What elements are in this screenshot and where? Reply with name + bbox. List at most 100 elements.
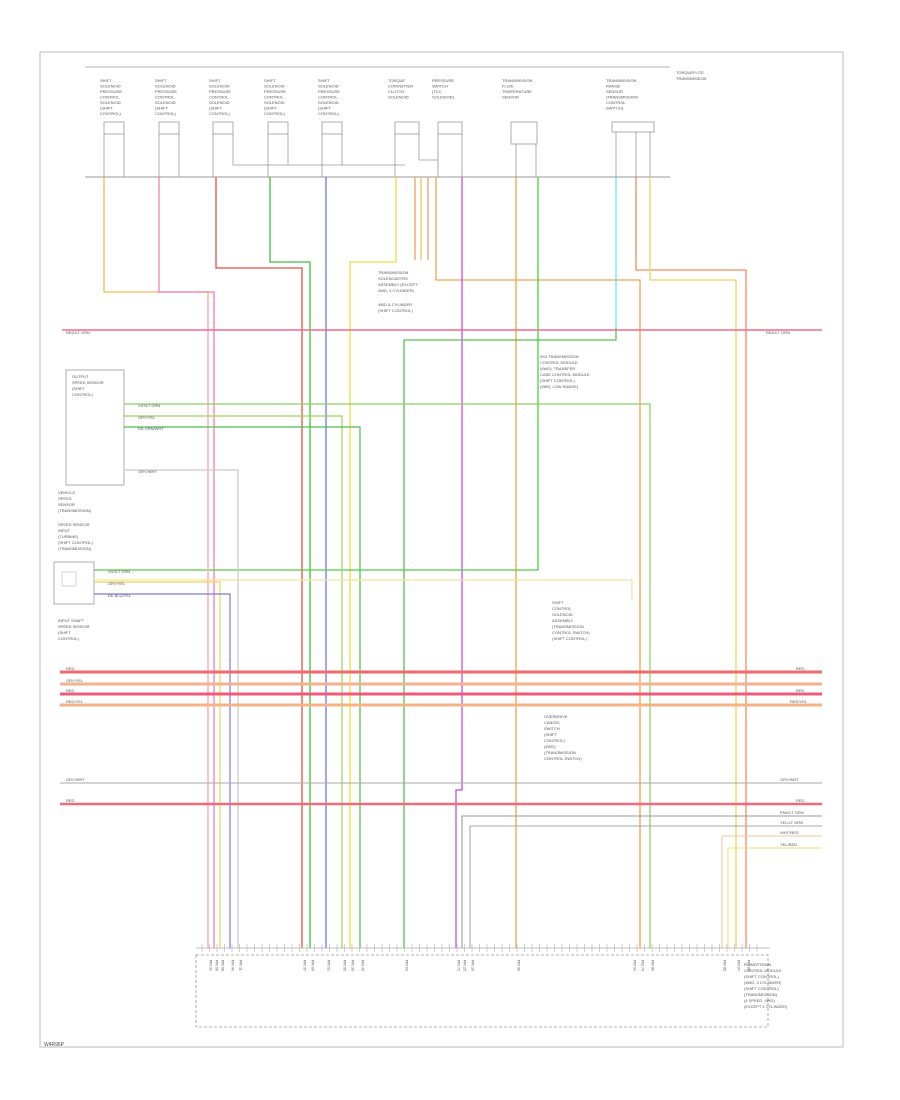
module-pin-label: PIN 16	[471, 960, 475, 971]
wire-pink-1	[158, 177, 215, 948]
svg-text:SPEED SENSOR: SPEED SENSOR	[58, 522, 90, 527]
top-component-5-line: SOLENOID	[318, 84, 339, 89]
top-component-9-line: CONTROL	[606, 100, 626, 105]
top-component-5-line: CONTROL)	[318, 111, 340, 116]
right-mid-callout: SHIFT CONTROL SOLENOID ASSEMBLY (TRANSMI…	[552, 600, 590, 641]
top-component-6-line: SOLENOID	[388, 95, 409, 100]
s1-wire-label-1: VIO/LT GRN	[138, 403, 160, 408]
svg-text:POWERTRAIN: POWERTRAIN	[744, 962, 771, 967]
speed-sensor-2: SPEED SENSOR INPUT (TURBINE) (SHIFT CONT…	[53, 522, 95, 641]
module-pin-label: PIN 94	[633, 960, 637, 971]
top-component-1-line: PRESSURE	[100, 89, 122, 94]
svg-text:SOLENOID: SOLENOID	[552, 612, 573, 617]
svg-text:(EXCEPT 4 CYLINDER): (EXCEPT 4 CYLINDER)	[744, 1004, 788, 1009]
svg-text:OUTPUT: OUTPUT	[72, 374, 89, 379]
svg-text:ASSEMBLY (EXCEPT: ASSEMBLY (EXCEPT	[378, 282, 418, 287]
svg-text:INPUT: INPUT	[58, 528, 71, 533]
top-component-4-line: CONTROL	[264, 95, 284, 100]
module-pin-label: PIN 52	[327, 960, 331, 971]
bus-group-1-label-3r: RED	[796, 688, 805, 693]
svg-text:(SHIFT CONTROL): (SHIFT CONTROL)	[552, 636, 587, 641]
svg-text:(4WD, 4 CYLINDER): (4WD, 4 CYLINDER)	[744, 980, 782, 985]
top-component-1: SHIFTSOLENOIDPRESSURECONTROLSOLENOID(SHI…	[100, 78, 122, 116]
svg-text:CONTROL SWITCH): CONTROL SWITCH)	[544, 756, 582, 761]
top-component-5: SHIFTSOLENOIDPRESSURECONTROLSOLENOID(SHI…	[318, 78, 340, 116]
s2-wire-label-2: GRY/YEL	[108, 581, 126, 586]
svg-text:(SHIFT CONTROL): (SHIFT CONTROL)	[540, 378, 575, 383]
corner-note-line-2: TRANSMISSION	[676, 76, 707, 81]
module-pin-label: PIN 50	[215, 960, 219, 971]
bus-group-2-label-2: RED	[66, 798, 75, 803]
top-component-9-line: TRANSMISSION	[606, 78, 637, 83]
top-component-3-line: (SHIFT	[209, 106, 222, 111]
module-pin-label: PIN 85	[723, 960, 727, 971]
module-pin-label: PIN 71	[457, 960, 461, 971]
bus-top-label-left: RED/LT GRN	[66, 330, 90, 335]
svg-text:(SHIFT CONTROL): (SHIFT CONTROL)	[58, 540, 93, 545]
top-component-4-line: (SHIFT	[264, 106, 277, 111]
top-component-3-line: SOLENOID	[209, 84, 230, 89]
svg-text:SPEED: SPEED	[58, 496, 72, 501]
top-component-3-line: PRESSURE	[209, 89, 231, 94]
top-component-8-line: TRANSMISSION	[502, 78, 533, 83]
top-component-2-line: SOLENOID	[155, 84, 176, 89]
top-component-8-line: FLUID	[502, 84, 514, 89]
svg-text:SPEED SENSOR: SPEED SENSOR	[72, 380, 104, 385]
bus-group-2-label-1: GRY/WHT	[66, 777, 85, 782]
wire-yellow-1	[349, 177, 397, 948]
module-pin-label: PIN 89	[747, 960, 751, 971]
right-top-callout: 4X4 TRANSMISSION CONTROL MODULE (4WD), T…	[540, 354, 590, 389]
top-component-1-line: SOLENOID	[100, 84, 121, 89]
vertical-wires	[94, 177, 747, 948]
bus-group-1-label-2: GRY/YEL	[66, 678, 84, 683]
module-pin-label: PIN 90	[517, 960, 521, 971]
top-component-1-line: CONTROL)	[100, 111, 122, 116]
svg-text:SENSOR: SENSOR	[58, 502, 75, 507]
bus-group-2-label-2r: RED	[796, 798, 805, 803]
module-pin-label: PIN 64	[405, 960, 409, 971]
svg-text:OVERDRIVE: OVERDRIVE	[544, 714, 568, 719]
top-component-3: SHIFTSOLENOIDPRESSURECONTROLSOLENOID(SHI…	[209, 78, 231, 116]
top-component-4-line: SOLENOID	[264, 84, 285, 89]
top-component-7-line: SOLENOID)	[432, 95, 455, 100]
top-component-6-line: TORQUE	[388, 78, 405, 83]
s1-wire-label-3: DK GRN/WHT	[138, 426, 164, 431]
module-pin-label: PIN 33	[351, 960, 355, 971]
sensor-2-wires	[94, 579, 633, 948]
svg-text:CONTROL MODULE: CONTROL MODULE	[744, 968, 782, 973]
top-component-1-line: SOLENOID	[100, 100, 121, 105]
top-component-4-line: CONTROL)	[264, 111, 286, 116]
wire-red-1	[215, 177, 303, 948]
svg-text:4X4 TRANSMISSION: 4X4 TRANSMISSION	[540, 354, 579, 359]
module-pin-label: PIN 40	[231, 960, 235, 971]
module-pin-label: PIN 25	[463, 960, 467, 971]
bus-group-2	[60, 782, 822, 806]
speed-sensor-1: OUTPUT SPEED SENSOR (SHIFT CONTROL) VEHI…	[58, 369, 125, 513]
bus-group-3	[461, 815, 822, 948]
svg-text:SWITCH: SWITCH	[544, 726, 560, 731]
top-component-9-line: RANGE	[606, 84, 621, 89]
svg-text:(SHIFT CONTROL): (SHIFT CONTROL)	[744, 986, 779, 991]
center-callout: TRANSMISSION SOLENOID/TRS ASSEMBLY (EXCE…	[378, 270, 418, 313]
s2-wire-label-3: DK BLU/YEL	[108, 593, 132, 598]
svg-text:SPEED SENSOR: SPEED SENSOR	[58, 624, 90, 629]
top-component-4: SHIFTSOLENOIDPRESSURECONTROLSOLENOID(SHI…	[264, 78, 286, 116]
right-low-callout: OVERDRIVE CANCEL SWITCH (SHIFT CONTROL) …	[544, 714, 582, 761]
bus-group-3-label-1: PNK/LT GRN	[780, 810, 804, 815]
top-component-9: TRANSMISSIONRANGESENSOR(TRANSMISSIONCONT…	[606, 78, 638, 111]
bus-group-1-label-4r: RED/YEL	[790, 699, 808, 704]
top-component-labels: SHIFTSOLENOIDPRESSURECONTROLSOLENOID(SHI…	[100, 78, 638, 116]
top-component-1-line: CONTROL	[100, 95, 120, 100]
top-component-stubs	[103, 132, 651, 177]
svg-text:INPUT SHAFT: INPUT SHAFT	[58, 618, 85, 623]
svg-text:CONTROL SWITCH): CONTROL SWITCH)	[552, 630, 590, 635]
svg-text:CONTROL): CONTROL)	[58, 636, 80, 641]
bus-group-3-label-4: YEL/RED	[780, 842, 797, 847]
top-component-7-line: PRESSURE	[432, 78, 454, 83]
top-component-3-line: SHIFT	[209, 78, 221, 83]
bus-group-1-label-1: RED	[66, 666, 75, 671]
s1-wire-label-4: GRY/WHT	[138, 469, 157, 474]
module-pin-label: PIN 87	[737, 960, 741, 971]
top-component-8-line: SENSOR	[502, 95, 519, 100]
